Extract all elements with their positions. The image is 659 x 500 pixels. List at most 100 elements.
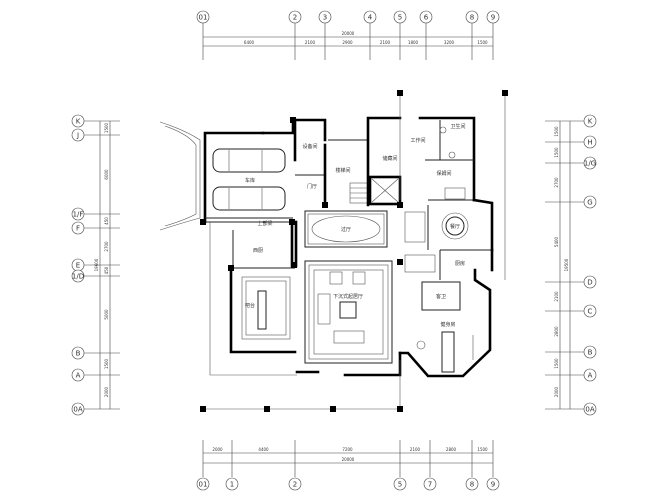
gym: 客卫 健身房 — [398, 248, 494, 378]
dimension-total: 19500 — [564, 258, 569, 271]
dimension-text: 2000 — [554, 386, 559, 397]
axis-bottom-label: 9 — [491, 481, 495, 489]
dining-room: 餐厅 厨房 — [427, 198, 494, 280]
column — [200, 219, 206, 225]
axis-right-bubble — [583, 345, 597, 359]
car-icon — [212, 186, 286, 211]
room-label-maid: 保姆间 — [436, 170, 451, 177]
room-label-dining: 餐厅 — [450, 223, 460, 230]
axis-top-label: 6 — [424, 14, 429, 22]
room-label-entry: 门厅 — [307, 183, 317, 190]
column — [502, 90, 508, 96]
axis-top-label: 5 — [398, 14, 402, 22]
axis-left-label: A — [76, 372, 81, 380]
exercise-bike-icon — [416, 340, 426, 350]
room-label-guest-wc: 客卫 — [436, 293, 446, 300]
treadmill-icon — [441, 331, 455, 373]
axis-left-label: 0A — [73, 406, 82, 414]
equipment-room: 设备间 门厅 — [293, 118, 327, 207]
armchair-icon — [352, 271, 366, 285]
stair-icon — [349, 182, 369, 204]
western-kitchen: 西厨 吧台 — [229, 220, 298, 354]
axis-right-bubble — [583, 114, 597, 128]
service-block: 储藏间 工作间 卫生间 保姆间 — [366, 116, 476, 207]
driveway — [159, 121, 201, 231]
column — [397, 406, 403, 412]
axis-left-label: B — [76, 350, 81, 358]
axis-bottom-label: 2 — [293, 481, 297, 489]
dimension-text: 2100 — [410, 447, 421, 452]
axis-top-label: 8 — [470, 14, 474, 22]
axis-left-label: J — [76, 132, 79, 140]
room-label-wc: 卫生间 — [450, 123, 465, 130]
columns — [200, 90, 508, 412]
dimension-text: 1800 — [408, 40, 419, 45]
dimension-text: 6000 — [104, 169, 109, 180]
axis-right-label: H — [587, 139, 592, 147]
dimension-text: 7200 — [342, 447, 353, 452]
room-label-equipment: 设备间 — [302, 143, 317, 150]
room-label-bar: 吧台 — [245, 302, 255, 309]
column — [200, 406, 206, 412]
column — [397, 202, 403, 208]
dimension-text: 2000 — [104, 386, 109, 397]
column — [290, 117, 296, 123]
column — [264, 406, 270, 412]
dimension-text: 4400 — [258, 447, 269, 452]
dimension-text: 1500 — [477, 447, 488, 452]
living-room: 下沉式起居厅 — [295, 260, 402, 377]
axis-top-bubble — [196, 10, 210, 24]
axis-left-bubble — [71, 402, 85, 416]
axis-left-label: 1/D — [72, 273, 84, 281]
dimension-text: 1500 — [554, 126, 559, 137]
axis-bottom-bubble — [423, 477, 437, 491]
axis-right-bubble — [583, 304, 597, 318]
axis-top-label: 01 — [199, 14, 208, 22]
dimension-total: 20000 — [342, 457, 355, 462]
room-label-work: 工作间 — [410, 137, 425, 144]
kitchen-island-icon — [257, 290, 267, 330]
dimension-text: 2100 — [380, 40, 391, 45]
axis-left-bubble — [71, 269, 85, 283]
column — [289, 219, 295, 225]
armchair-icon — [329, 271, 343, 285]
axis-top-label: 2 — [293, 14, 297, 22]
dimension-text: 450 — [104, 266, 109, 274]
axis-right-label: 1/G — [584, 160, 596, 168]
room-label-gym: 健身房 — [440, 321, 455, 328]
dimension-text: 450 — [104, 217, 109, 225]
axis-left-bubble — [71, 114, 85, 128]
column — [228, 265, 234, 271]
room-label-hall: 过厅 — [341, 226, 351, 233]
axis-top-label: 4 — [368, 14, 373, 22]
coffee-table-icon — [339, 301, 357, 319]
axis-right-label: A — [588, 372, 593, 380]
central-hall: 过厅 — [304, 210, 436, 273]
room-label-storage: 储藏间 — [382, 155, 397, 162]
axis-bottom-label: 1 — [230, 481, 234, 489]
axis-left-bubble — [71, 368, 85, 382]
dimension-text: 2800 — [554, 326, 559, 337]
axis-right-label: 0A — [585, 406, 594, 414]
axis-right-bubble — [583, 402, 597, 416]
axis-right-label: B — [588, 349, 593, 357]
dimension-text: 1500 — [554, 147, 559, 158]
axis-top-bubble — [486, 10, 500, 24]
axis-bottom-bubble — [486, 477, 500, 491]
column — [330, 406, 336, 412]
axis-right-label: G — [587, 199, 592, 207]
axis-top-bubble — [393, 10, 407, 24]
axis-bottom-label: 01 — [199, 481, 208, 489]
axis-bottom-bubble — [225, 477, 239, 491]
axis-top-label: 3 — [323, 14, 327, 22]
axis-bottom-bubble — [393, 477, 407, 491]
axis-bottom-label: 5 — [398, 481, 402, 489]
dimension-text: 6400 — [244, 40, 255, 45]
room-label-living: 下沉式起居厅 — [333, 293, 363, 300]
sofa-icon — [333, 330, 365, 344]
dimension-text: 3200 — [444, 40, 455, 45]
dining-table-icon — [445, 216, 465, 236]
axis-right-label: K — [588, 118, 593, 126]
axis-top-bubble — [419, 10, 433, 24]
